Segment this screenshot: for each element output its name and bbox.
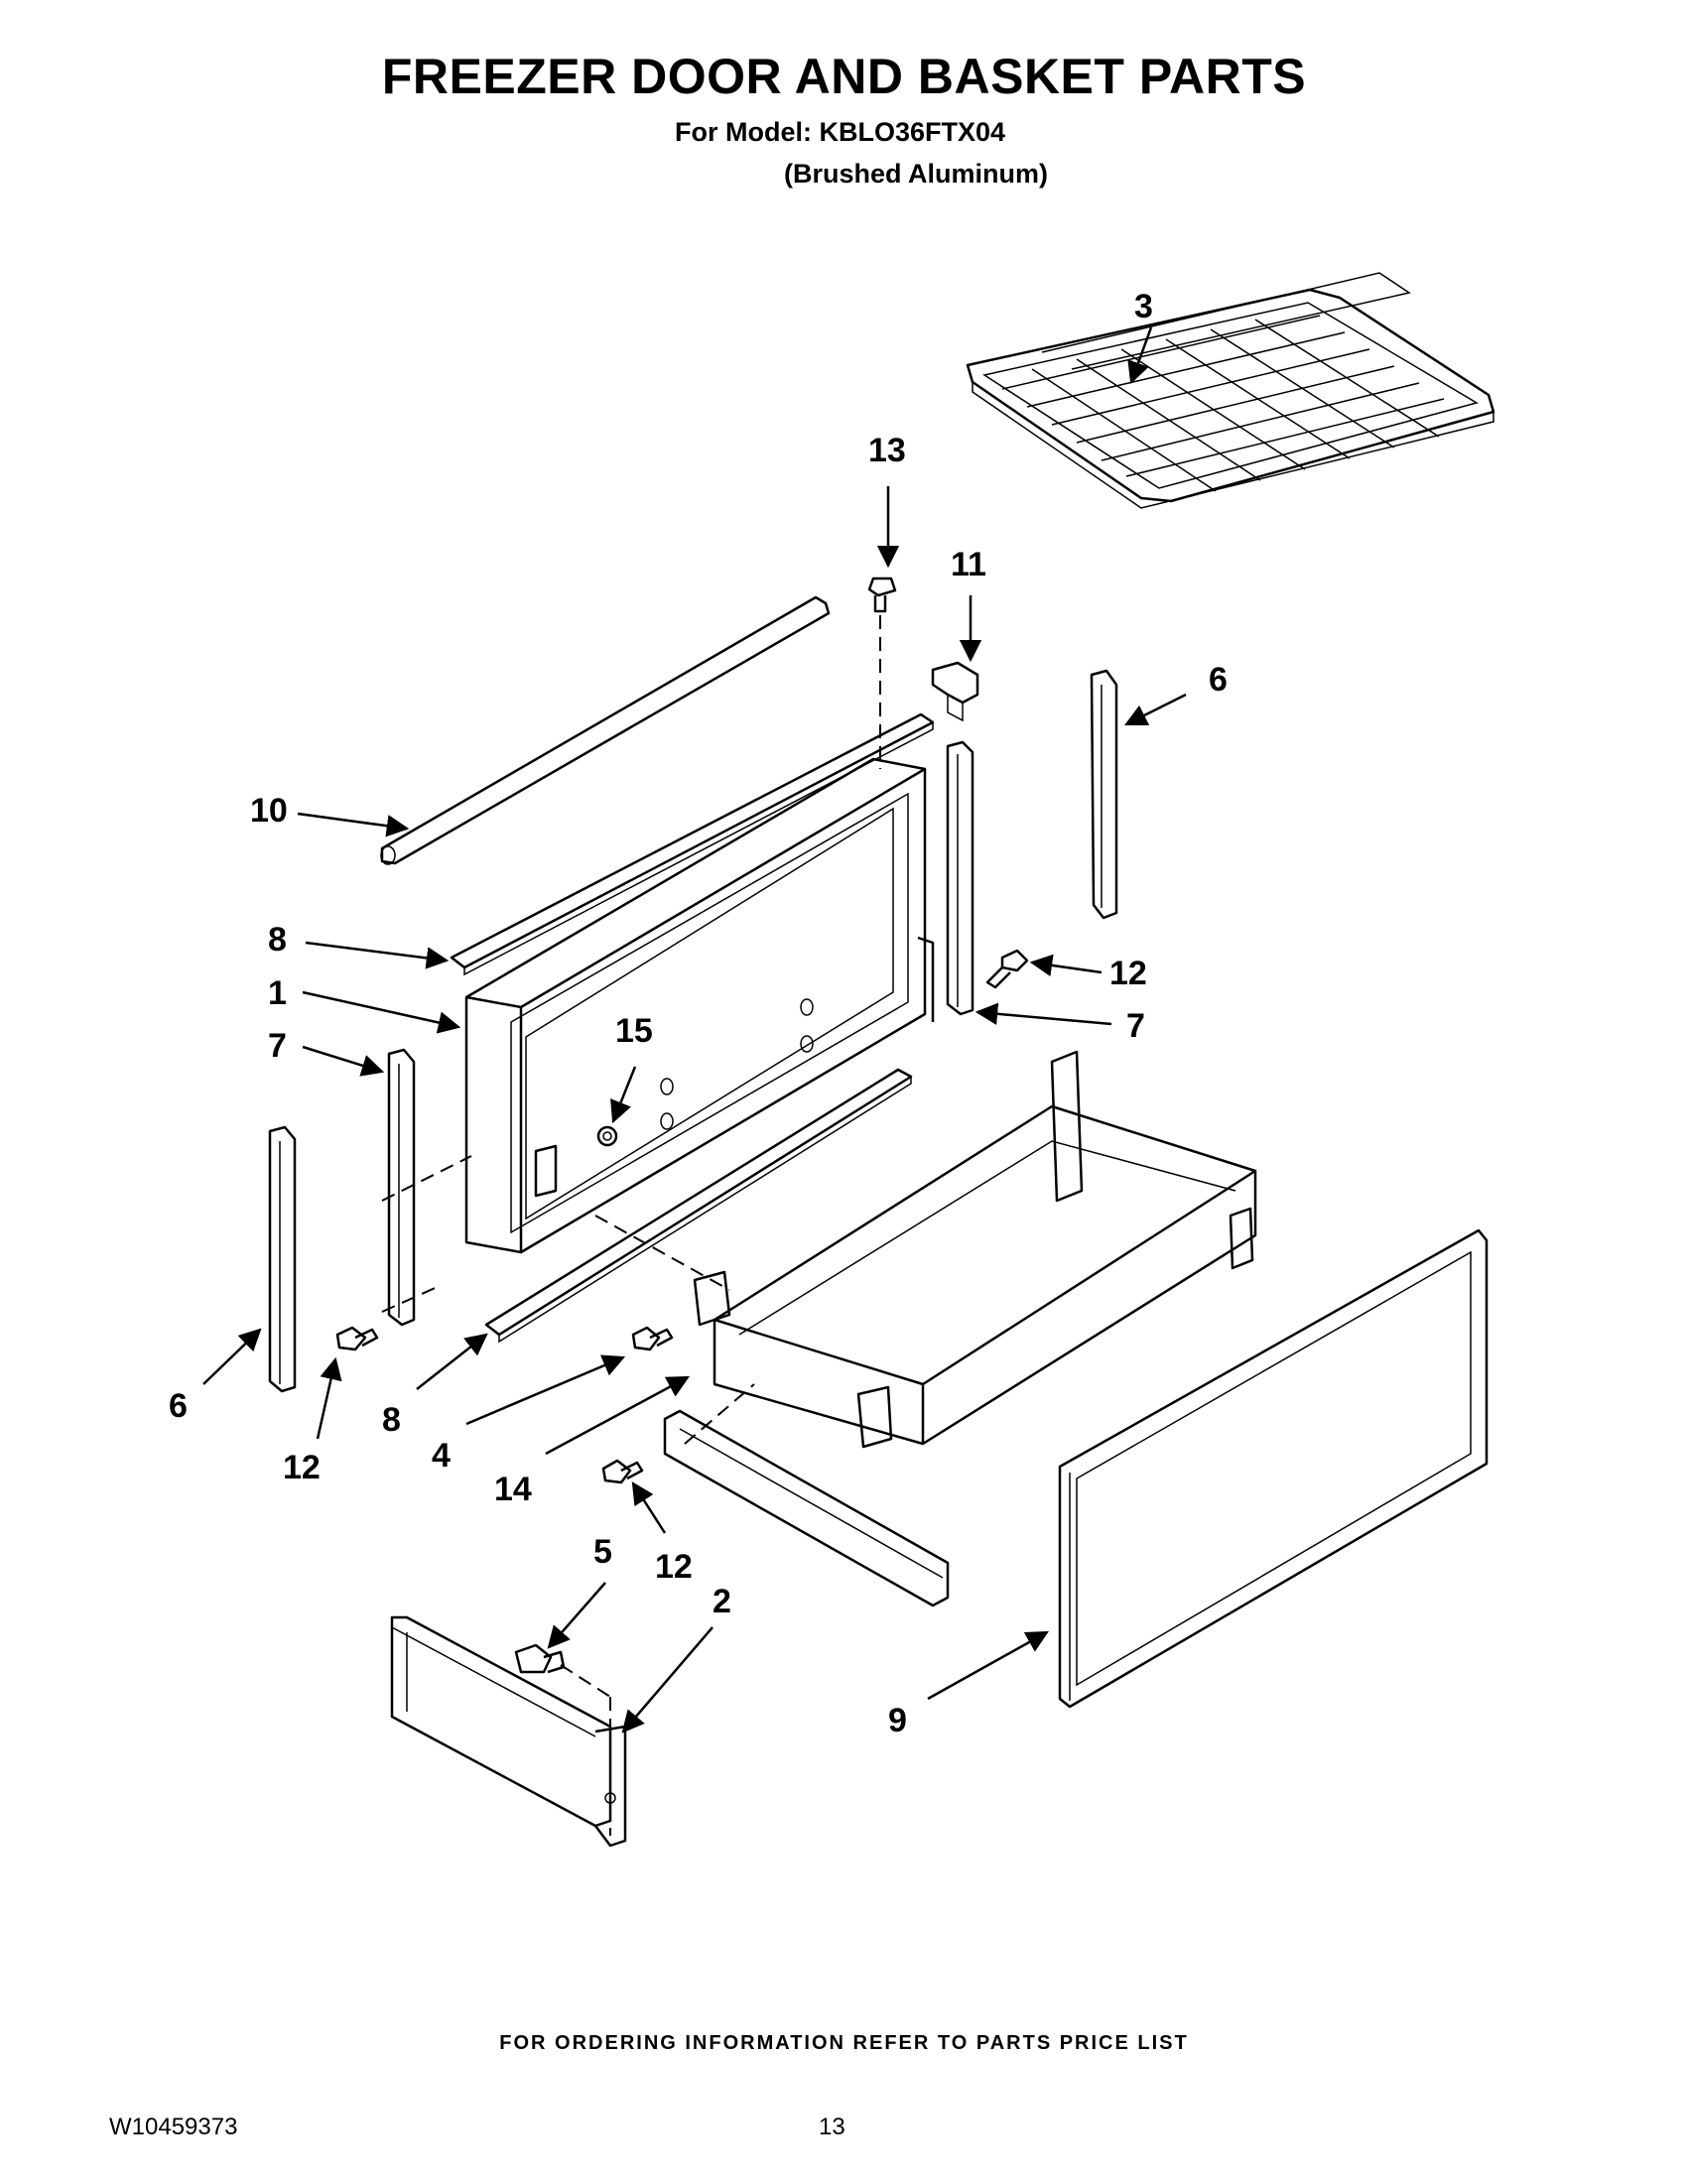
callout-13: 13 xyxy=(868,432,906,469)
callout-11: 11 xyxy=(951,546,986,583)
callout-9: 9 xyxy=(888,1702,907,1739)
part-7-left-channel xyxy=(381,1048,472,1327)
part-12-bottom-screw xyxy=(601,1459,644,1484)
part-4-basket xyxy=(693,1050,1257,1449)
part-12-middle-screw xyxy=(631,1326,674,1351)
callout-6-left: 6 xyxy=(169,1387,188,1425)
callout-14: 14 xyxy=(494,1471,532,1508)
callout-6-right: 6 xyxy=(1209,661,1228,699)
part-12-right-screw xyxy=(985,949,1029,989)
part-1-door-frame xyxy=(464,757,935,1254)
part-15-nut xyxy=(596,1125,618,1147)
part-10-top-tube xyxy=(380,595,831,865)
part-11-clip xyxy=(931,661,979,722)
part-7-right-channel xyxy=(946,740,974,1016)
callout-2: 2 xyxy=(713,1583,731,1620)
part-2-trim-panel xyxy=(390,1615,627,1848)
model-finish: (Brushed Aluminum) xyxy=(784,159,1048,189)
part-12-left-screw xyxy=(335,1326,379,1351)
model-number: For Model: KBLO36FTX04 xyxy=(675,117,1006,147)
callout-7-left: 7 xyxy=(268,1027,287,1065)
part-13-screw xyxy=(867,577,897,769)
callout-3: 3 xyxy=(1134,288,1153,325)
part-3-shelf-rack xyxy=(966,272,1495,509)
callout-1: 1 xyxy=(268,974,287,1012)
part-6-left-trim xyxy=(268,1125,297,1393)
callout-12-left: 12 xyxy=(283,1449,321,1486)
document-number: W10459373 xyxy=(109,2114,238,2140)
callout-10: 10 xyxy=(250,792,288,830)
callout-leaders xyxy=(202,326,1187,1734)
part-8-bottom-channel xyxy=(484,1068,913,1344)
callout-8-top: 8 xyxy=(268,921,287,959)
callout-8-bottom: 8 xyxy=(382,1401,401,1439)
callout-7-right: 7 xyxy=(1126,1007,1145,1045)
callout-5: 5 xyxy=(593,1533,612,1571)
callout-12-bottom: 12 xyxy=(655,1548,693,1586)
part-9-gasket xyxy=(1058,1228,1489,1709)
callout-15: 15 xyxy=(615,1012,653,1050)
ordering-note: FOR ORDERING INFORMATION REFER TO PARTS … xyxy=(499,2032,1189,2054)
part-6-right-trim xyxy=(1090,669,1118,920)
page-number: 13 xyxy=(819,2114,845,2140)
callout-12-right: 12 xyxy=(1109,955,1147,992)
part-14-bracket-rail xyxy=(663,1383,950,1607)
page-title: FREEZER DOOR AND BASKET PARTS xyxy=(381,49,1307,104)
part-8-top-channel xyxy=(450,712,935,976)
callout-4: 4 xyxy=(432,1437,451,1475)
